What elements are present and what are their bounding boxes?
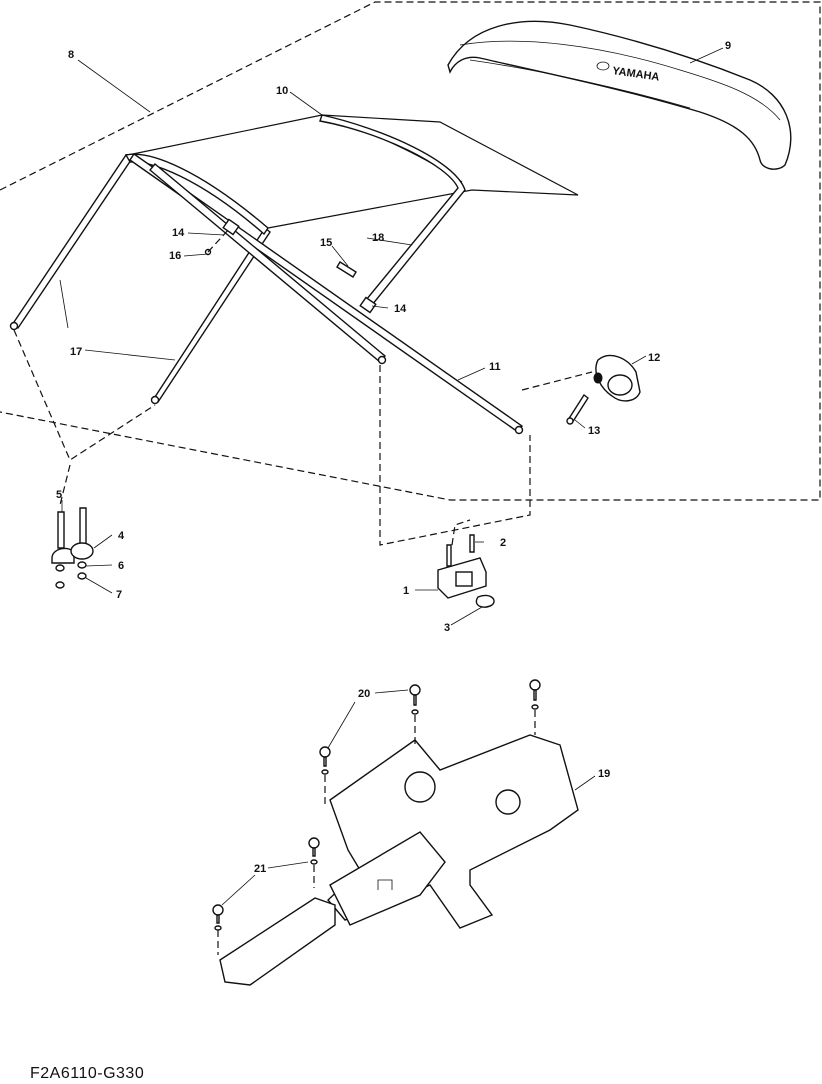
callout-14-lower: 14 [394, 303, 407, 315]
callout-4: 4 [118, 530, 125, 542]
drawing-code: F2A6110-G330 [30, 1065, 144, 1082]
callout-6: 6 [118, 560, 124, 572]
callout-3: 3 [444, 622, 450, 634]
callout-14-upper: 14 [172, 227, 185, 239]
canvas-top-part-10 [127, 114, 579, 229]
callout-7: 7 [116, 589, 122, 601]
callout-16: 16 [169, 250, 181, 262]
callout-18: 18 [372, 232, 384, 244]
callout-10: 10 [276, 85, 288, 97]
callout-21: 21 [254, 863, 266, 875]
assembly-leaders [13, 329, 593, 546]
callout-15: 15 [320, 237, 332, 249]
callout-2: 2 [500, 537, 506, 549]
callout-labels: 8 9 10 14 16 15 18 14 17 11 12 13 5 4 6 … [56, 40, 731, 875]
mount-bracket-1-3 [437, 534, 495, 608]
callout-12: 12 [648, 352, 660, 364]
end-cap-part-12 [593, 354, 641, 402]
callout-leaders [59, 47, 724, 906]
frame-tubes [9, 114, 524, 435]
rear-fairing-part-9: YAMAHA [447, 20, 792, 170]
canvas-boundary-8 [0, 1, 821, 501]
callout-17: 17 [70, 346, 82, 358]
callout-20: 20 [358, 688, 370, 700]
callout-19: 19 [598, 768, 610, 780]
callout-1: 1 [403, 585, 409, 597]
callout-5: 5 [56, 489, 62, 501]
callout-11: 11 [489, 361, 501, 373]
snap-fasteners-20-21 [212, 679, 541, 955]
callout-8: 8 [68, 49, 74, 61]
screw-part-13 [566, 393, 589, 425]
callout-9: 9 [725, 40, 731, 52]
floor-mats-part-19 [219, 734, 579, 986]
callout-13: 13 [588, 425, 600, 437]
mount-hardware-4-7 [51, 507, 94, 589]
